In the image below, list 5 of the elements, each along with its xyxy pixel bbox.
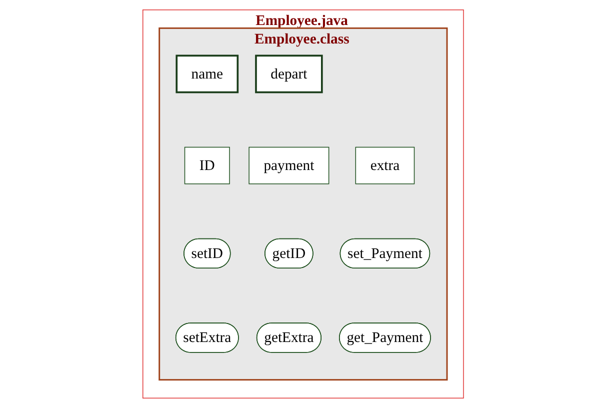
node-box: payment	[248, 146, 329, 184]
node-box: ID	[184, 146, 230, 184]
node-box: depart	[254, 54, 323, 93]
node-box: extra	[355, 146, 414, 184]
node-box: name	[176, 54, 238, 93]
